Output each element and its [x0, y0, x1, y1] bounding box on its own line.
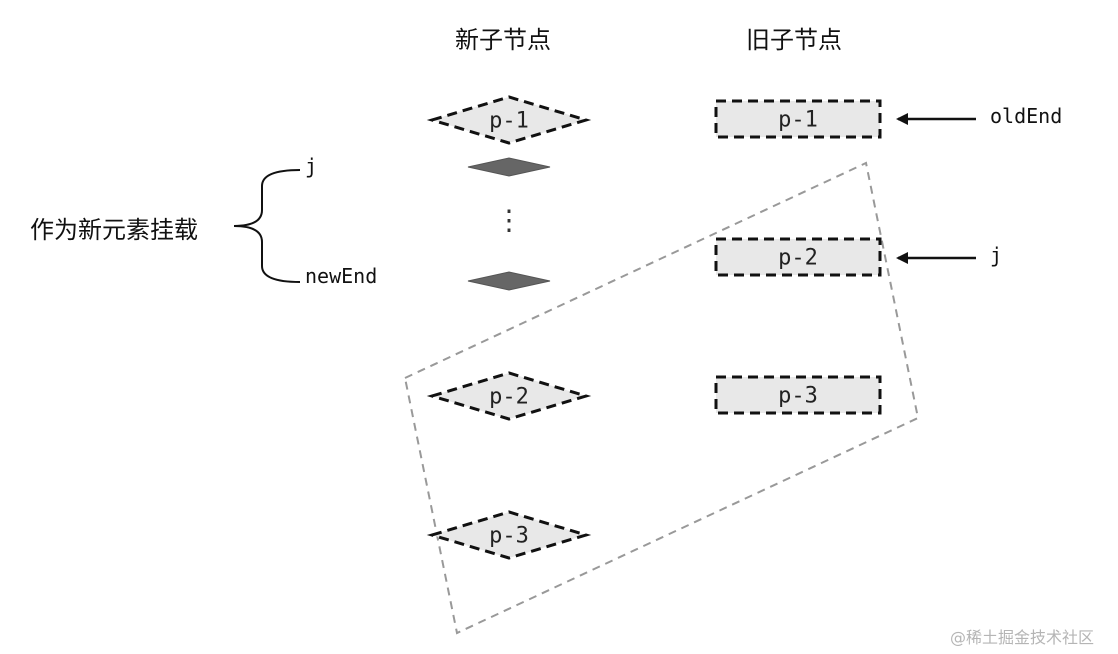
new-node-p3-shape — [426, 510, 592, 560]
old-node-p3-shape — [714, 375, 882, 415]
old-children-header: 旧子节点 — [746, 26, 842, 54]
watermark: @稀土掘金技术社区 — [950, 628, 1095, 647]
new-node-p3-label: p-3 — [489, 523, 529, 549]
new-children-header: 新子节点 — [455, 26, 551, 54]
new-node-p2-label: p-2 — [489, 384, 529, 410]
old-end-pointer-label: oldEnd — [990, 104, 1063, 128]
old-node-p2-label: p-2 — [778, 245, 818, 271]
new-end-pointer-label: newEnd — [305, 264, 378, 288]
new-j-pointer-label: j — [305, 154, 318, 178]
new-placeholder-node-top — [467, 157, 551, 177]
old-node-p1-label: p-1 — [778, 107, 818, 133]
vertical-ellipsis: ⋮ — [495, 203, 523, 237]
old-node-p3-label: p-3 — [778, 383, 818, 409]
curly-brace — [233, 169, 301, 283]
new-placeholder-node-bottom — [467, 271, 551, 291]
mount-as-new-annotation: 作为新元素挂载 — [30, 216, 198, 244]
group-outline — [403, 161, 920, 635]
new-node-p1-label: p-1 — [489, 108, 529, 134]
new-node-p2-shape — [426, 371, 592, 421]
old-j-pointer-label: j — [990, 243, 1003, 267]
old-node-p2-shape — [714, 237, 882, 277]
old-node-p1-shape — [714, 99, 882, 139]
new-node-p1-shape — [426, 95, 592, 145]
